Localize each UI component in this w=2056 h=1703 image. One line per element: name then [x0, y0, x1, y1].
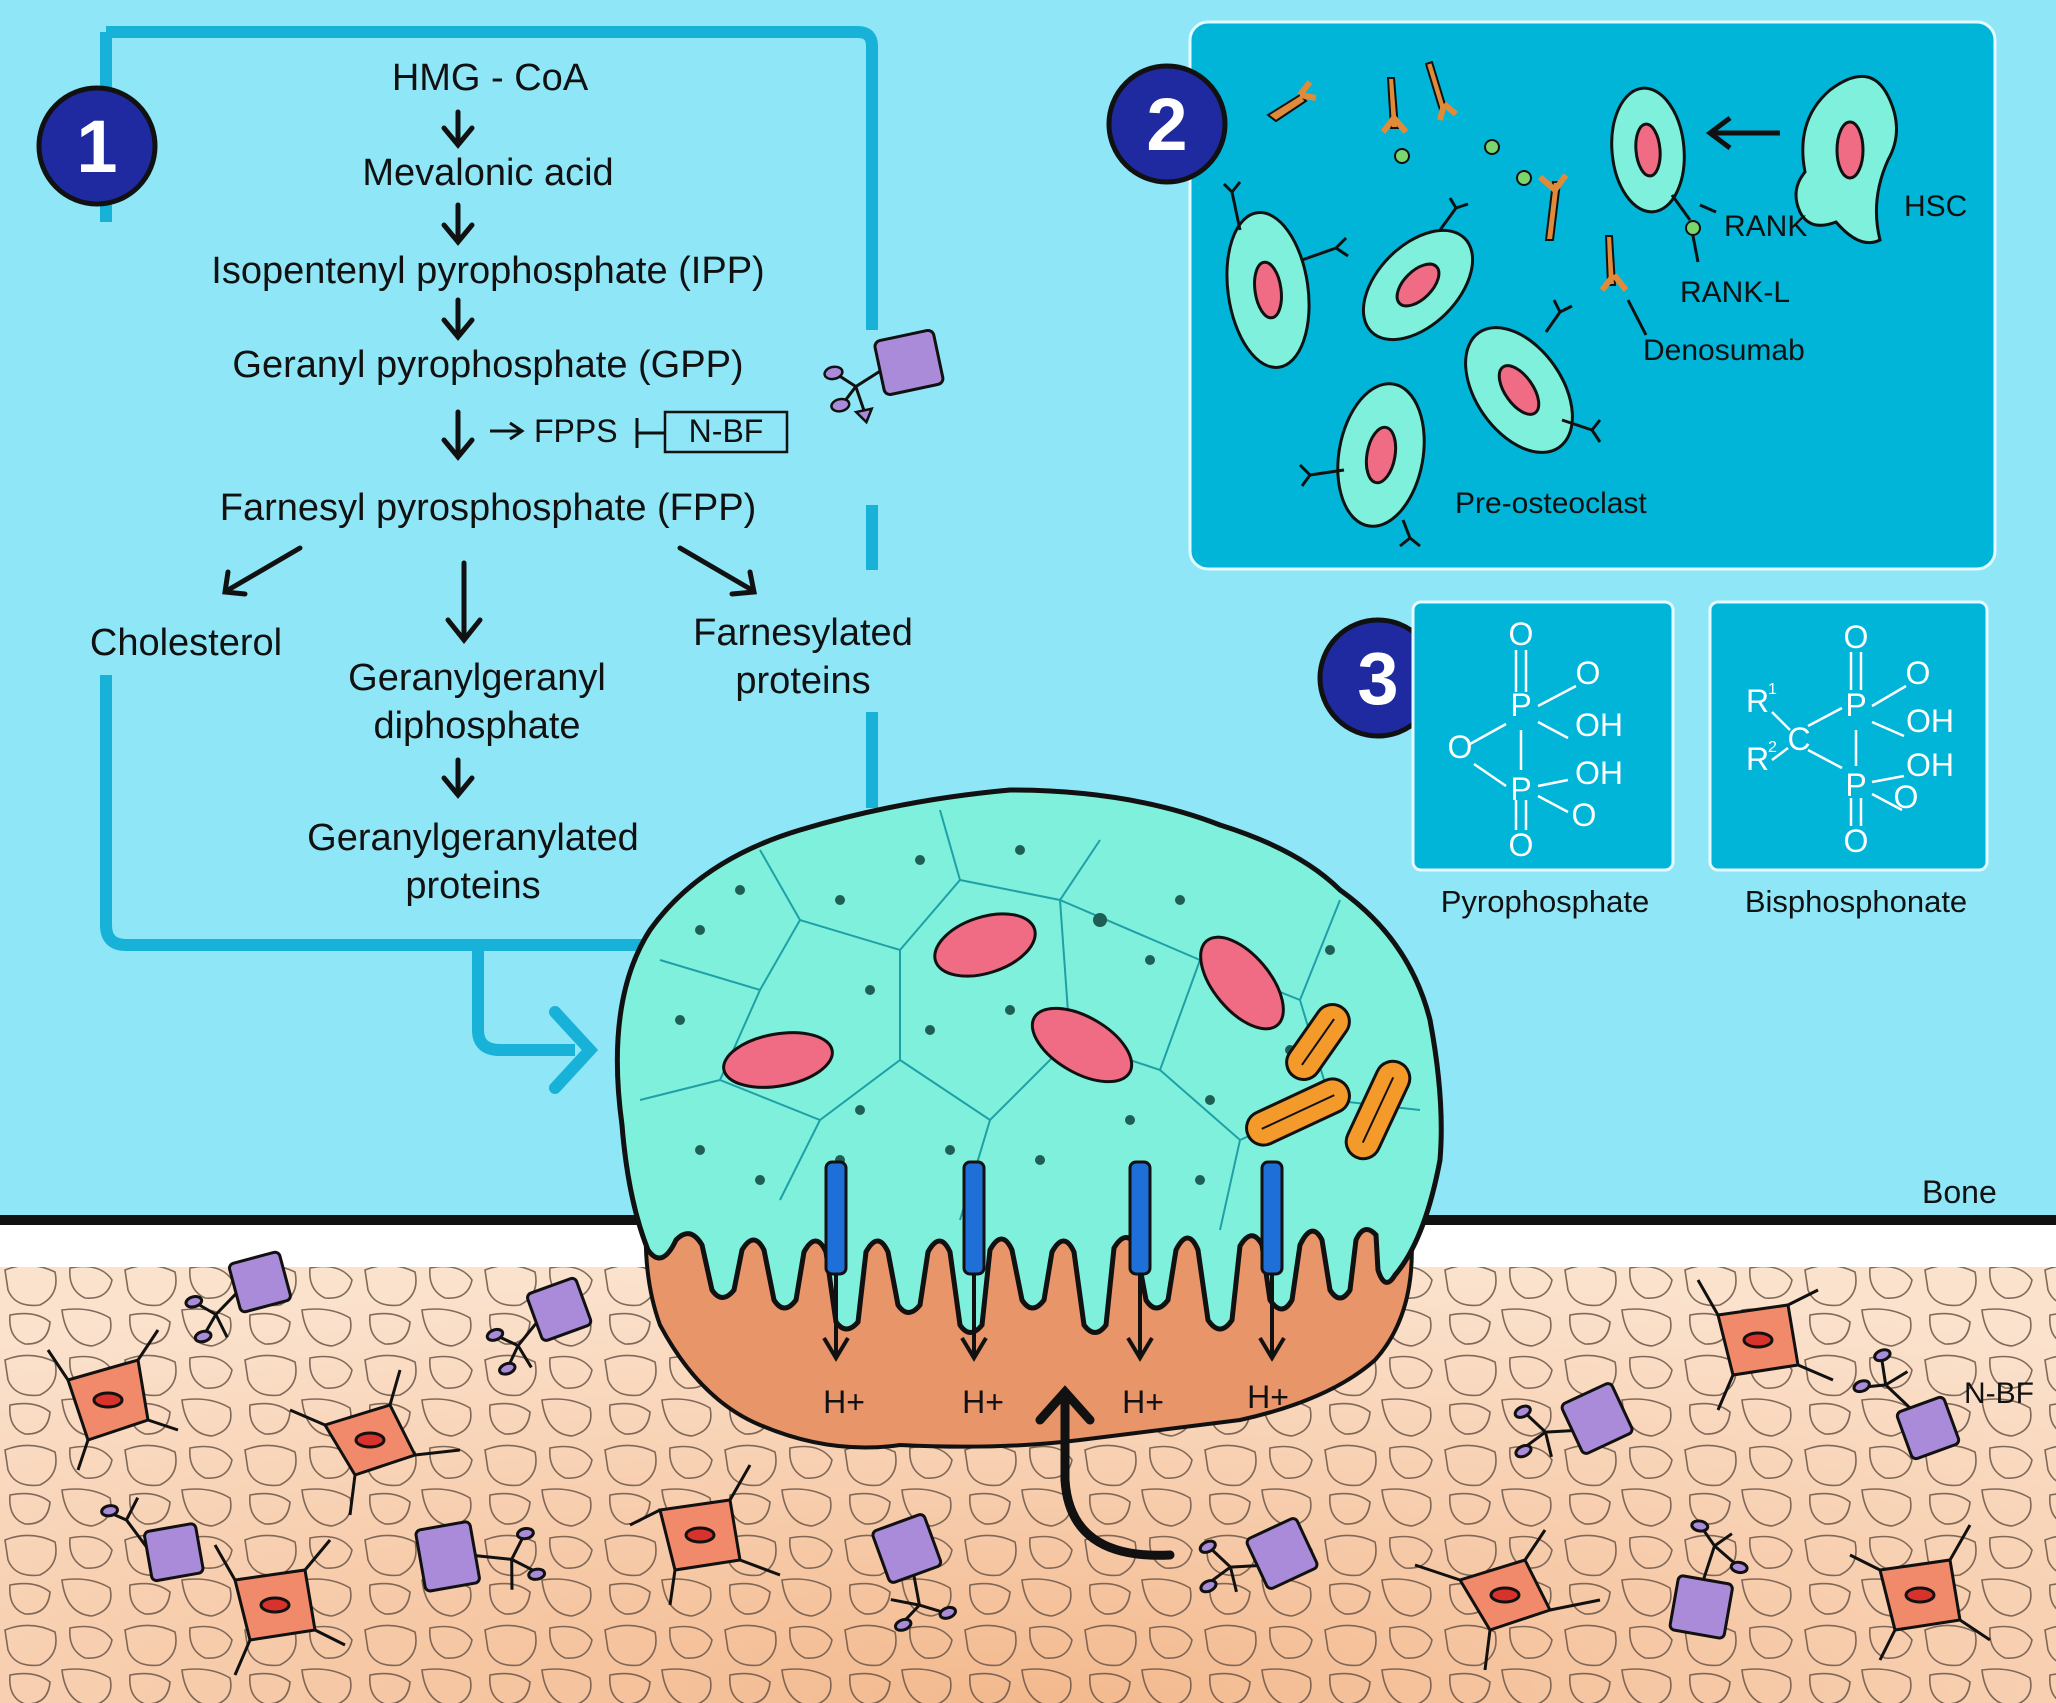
bone-label: Bone — [1922, 1174, 1997, 1210]
rank-receptors — [1222, 181, 1692, 548]
step-gpp: Geranyl pyrophosphate (GPP) — [232, 344, 743, 386]
bis-atom-8: R — [1746, 741, 1769, 777]
mitochondria — [1245, 1003, 1412, 1161]
pyro-atom-9: O — [1509, 827, 1534, 863]
step-farnesylated-line1: Farnesylated — [693, 612, 913, 654]
nbf-molecule-icon — [823, 328, 945, 425]
pyro-atom-3: O — [1576, 655, 1601, 691]
rankl-molecules — [1394, 139, 1701, 236]
bisphosphonate-caption: Bisphosphonate — [1745, 884, 1967, 919]
pyrophosphate-caption: Pyrophosphate — [1441, 884, 1650, 919]
badge-2-text: 2 — [1146, 83, 1187, 166]
step-fpp: Farnesyl pyrosphosphate (FPP) — [220, 487, 756, 529]
hsc-label: HSC — [1904, 190, 1967, 223]
fpps-inhibition — [490, 418, 665, 448]
pyro-atom-4: OH — [1575, 707, 1623, 743]
bisphosphonate-structure-box — [1708, 600, 1989, 872]
step-mevalonic-acid: Mevalonic acid — [362, 152, 613, 194]
panel-2-leader-lines — [1626, 203, 1717, 336]
osteoclast-cell — [614, 787, 1444, 1335]
nbf-box-label: N-BF — [689, 413, 764, 449]
bis-atom-7: C — [1787, 721, 1810, 757]
bis-atom-5: O — [1906, 655, 1931, 691]
pyrophosphate-bonds — [1469, 650, 1577, 830]
bis-atom-1: O — [1844, 619, 1869, 655]
pyro-atom-1: O — [1509, 616, 1534, 652]
bis-atom-9: 2 — [1768, 739, 1777, 756]
denosumab-antibodies — [1266, 60, 1629, 292]
pathway-arrows — [222, 109, 757, 799]
step-ggp-line2: proteins — [405, 865, 540, 907]
proton-arrows — [822, 1275, 1286, 1362]
proton-label-1: H+ — [823, 1384, 865, 1420]
bis-atom-6: OH — [1906, 703, 1954, 739]
bis-atom-12: O — [1894, 779, 1919, 815]
proton-pumps — [824, 1160, 1284, 1276]
nbf-molecules-in-bone — [100, 1250, 1961, 1640]
pre-osteoclast-label: Pre-osteoclast — [1455, 487, 1647, 520]
pyro-atom-2: P — [1510, 687, 1531, 723]
differentiation-arrow — [1705, 116, 1780, 150]
rank-label: RANK — [1724, 210, 1807, 243]
badge-1-text: 1 — [76, 105, 117, 188]
osteocytes — [46, 1279, 1991, 1676]
proton-label-3: H+ — [1122, 1384, 1164, 1420]
step-ipp: Isopentenyl pyrophosphate (IPP) — [211, 250, 764, 292]
badge-3-text: 3 — [1357, 637, 1398, 720]
pyro-atom-5: O — [1448, 729, 1473, 765]
bisphosphonate-bonds — [1771, 652, 1907, 826]
fpps-label: FPPS — [534, 413, 618, 449]
denosumab-label: Denosumab — [1643, 334, 1805, 367]
bis-atom-4: P — [1845, 687, 1866, 723]
badge-1 — [36, 85, 158, 207]
nbf-bone-label: N-BF — [1964, 1377, 2034, 1410]
proton-label-4: H+ — [1247, 1379, 1289, 1415]
step-ggp-line1: Geranylgeranylated — [307, 817, 639, 859]
pyrophosphate-structure-box — [1411, 600, 1675, 872]
step-cholesterol: Cholesterol — [90, 622, 282, 664]
step-ggdp-line2: diphosphate — [373, 705, 580, 747]
bis-atom-13: O — [1844, 823, 1869, 859]
pyro-atom-7: OH — [1575, 755, 1623, 791]
osteoclast-nuclei — [722, 912, 1285, 1089]
bis-atom-11: OH — [1906, 747, 1954, 783]
hsc-cell — [1794, 74, 1898, 245]
pyro-atom-6: P — [1510, 771, 1531, 807]
bis-atom-2: R — [1746, 683, 1769, 719]
bis-atom-10: P — [1845, 767, 1866, 803]
proton-label-2: H+ — [962, 1384, 1004, 1420]
pre-osteoclast-cells — [1225, 86, 1686, 528]
nbf-uptake-arrow — [1035, 1385, 1175, 1560]
bis-atom-3: 1 — [1768, 681, 1777, 698]
pyro-atom-8: O — [1572, 797, 1597, 833]
step-farnesylated-line2: proteins — [735, 660, 870, 702]
rankl-label: RANK-L — [1680, 276, 1790, 309]
panel-1-mevalonate-pathway — [100, 26, 878, 1094]
step-ggdp-line1: Geranylgeranyl — [348, 657, 606, 699]
step-hmg-coa: HMG - CoA — [392, 57, 589, 99]
badge-2 — [1106, 63, 1228, 185]
